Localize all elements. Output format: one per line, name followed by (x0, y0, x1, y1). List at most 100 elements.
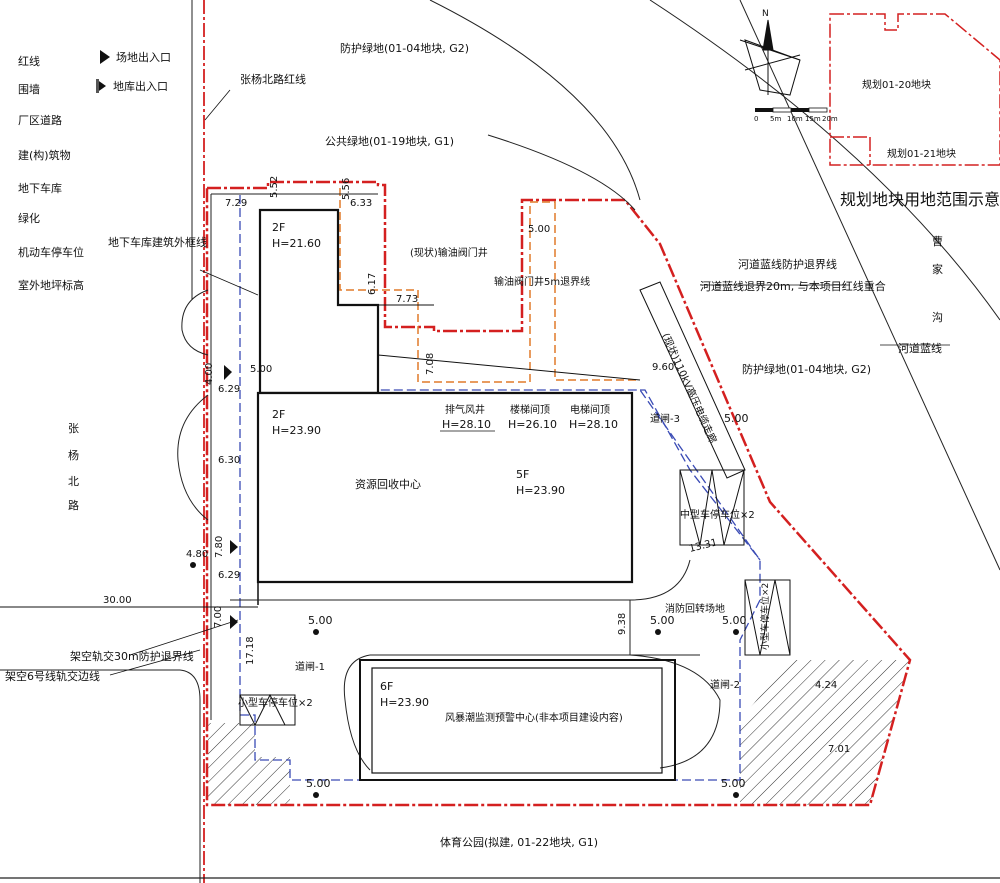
building-main (256, 391, 634, 584)
legend-building: 建(构)筑物 (18, 148, 71, 162)
garage-outline (239, 195, 761, 781)
river-setback-title: 河道蓝线防护退界线 (738, 257, 837, 271)
scale-bar (755, 107, 828, 113)
cable-corridor (639, 281, 746, 479)
small-parking-right (744, 579, 791, 656)
dim-729: 7.29 (225, 198, 247, 209)
site-red-line (205, 180, 912, 807)
dim-3000: 30.00 (103, 595, 132, 606)
midsize-parking-spaces (679, 469, 745, 546)
scale-0: 0 (754, 115, 758, 123)
dim-773: 7.73 (396, 294, 418, 305)
interior-wall (377, 354, 641, 381)
gate-1-label: 道闸-1 (295, 660, 325, 673)
protective-green-top: 防护绿地(01-04地块, G2) (340, 41, 469, 55)
curved-road-arc-inner (487, 134, 636, 211)
dim-633: 6.33 (350, 198, 372, 209)
legend-garage-icon-bar (96, 79, 99, 93)
scale-10: 10m (787, 115, 803, 123)
gate-3-label: 道闸-3 (650, 412, 680, 425)
road-char-1: 张 (68, 422, 79, 435)
legend-ground-elev: 室外地坪标高 (18, 278, 84, 292)
b2f-lower-height: H=23.90 (272, 424, 321, 437)
dim-400: 4.00 (204, 363, 215, 385)
rail-edge (0, 669, 201, 883)
rail-setback-label: 架空轨交30m防护退界线 (70, 649, 194, 663)
dim-701: 7.01 (828, 744, 850, 755)
b2f-lower-floors: 2F (272, 408, 285, 421)
river-char-3: 沟 (932, 311, 943, 324)
gate-2-label: 道闸-2 (710, 678, 740, 691)
scale-20: 20m (822, 115, 838, 123)
inset-parcel-map (829, 13, 1000, 166)
warning-center-inner (371, 667, 663, 774)
dim-424: 4.24 (815, 680, 837, 691)
fire-turn-label: 消防回转场地 (665, 602, 725, 615)
road-char-4: 路 (68, 499, 79, 512)
dim-552: 5.52 (269, 176, 280, 198)
dim-960: 9.60 (652, 362, 674, 373)
site-entrance-marker (224, 365, 232, 380)
elevation-markers (190, 562, 739, 798)
legend-site-entrance-icon (100, 50, 110, 64)
dim-630: 6.30 (218, 455, 240, 466)
scale-5: 5m (770, 115, 781, 123)
hatched-zone (208, 660, 910, 805)
warning-center-name: 风暴潮监测预警中心(非本项目建设内容) (445, 711, 623, 724)
sports-park: 体育公园(拟建, 01-22地块, G1) (440, 835, 598, 849)
elev-5: 5.00 (721, 777, 746, 790)
elev-2: 5.00 (650, 614, 675, 627)
main-floors: 5F (516, 468, 529, 481)
dim-480: 4.80 (186, 549, 208, 560)
legend-red-line: 红线 (18, 54, 40, 68)
warning-center-floors: 6F (380, 680, 393, 693)
b2f-upper-height: H=21.60 (272, 237, 321, 250)
compass-rose-icon (739, 19, 801, 96)
river-char-2: 家 (932, 262, 943, 276)
garage-outline-right (640, 389, 761, 561)
elev-1: 5.00 (308, 614, 333, 627)
river-edge (739, 0, 1000, 571)
legend-garage-entrance-label: 地库出入口 (113, 79, 168, 93)
legend-wall: 围墙 (18, 82, 40, 96)
legend-garage: 地下车库 (18, 181, 62, 195)
site-road-3 (343, 654, 371, 771)
dim-617: 6.17 (367, 273, 378, 295)
dim-500-top: 5.00 (528, 224, 550, 235)
dim-500-left: 5.00 (250, 364, 272, 375)
stair-name: 楼梯间顶 (510, 403, 550, 416)
leader-rail-2 (109, 649, 201, 676)
valve-setback-line (339, 188, 640, 383)
midsize-parking-label: 中型车停车位×2 (680, 508, 755, 521)
exhaust-height: H=28.10 (442, 418, 491, 431)
dim-629a: 6.29 (218, 384, 240, 395)
scale-15: 15m (805, 115, 821, 123)
legend-green: 绿化 (18, 211, 40, 225)
small-parking-right-label: 小型车停车位×2 (759, 583, 771, 650)
b2f-upper-floors: 2F (272, 221, 285, 234)
garage-entrance-marker-2 (230, 615, 238, 629)
road-char-3: 北 (68, 475, 79, 488)
elevator-name: 电梯间顶 (570, 403, 610, 416)
elev-4: 5.00 (306, 777, 331, 790)
dim-708: 7.08 (425, 353, 436, 375)
curved-road-arc (429, 0, 641, 201)
site-road (230, 559, 691, 601)
legend-site-entrance-label: 场地出入口 (116, 50, 171, 64)
rail-line6-label: 架空6号线轨交边线 (5, 669, 100, 683)
dim-780: 7.80 (214, 536, 225, 558)
redline-north-road: 张杨北路红线 (240, 72, 306, 86)
dim-629b: 6.29 (218, 570, 240, 581)
legend-parking: 机动车停车位 (18, 245, 84, 259)
leader-redline (204, 89, 231, 121)
small-parking-left (239, 693, 296, 727)
main-height: H=23.90 (516, 484, 565, 497)
compass-north: N (762, 9, 769, 19)
stair-height: H=26.10 (508, 418, 557, 431)
left-arc-upper (181, 289, 209, 356)
elev-6: 5.00 (724, 412, 749, 425)
elevator-height: H=28.10 (569, 418, 618, 431)
valve-well-label: (现状)输油阀门井 (410, 246, 488, 259)
